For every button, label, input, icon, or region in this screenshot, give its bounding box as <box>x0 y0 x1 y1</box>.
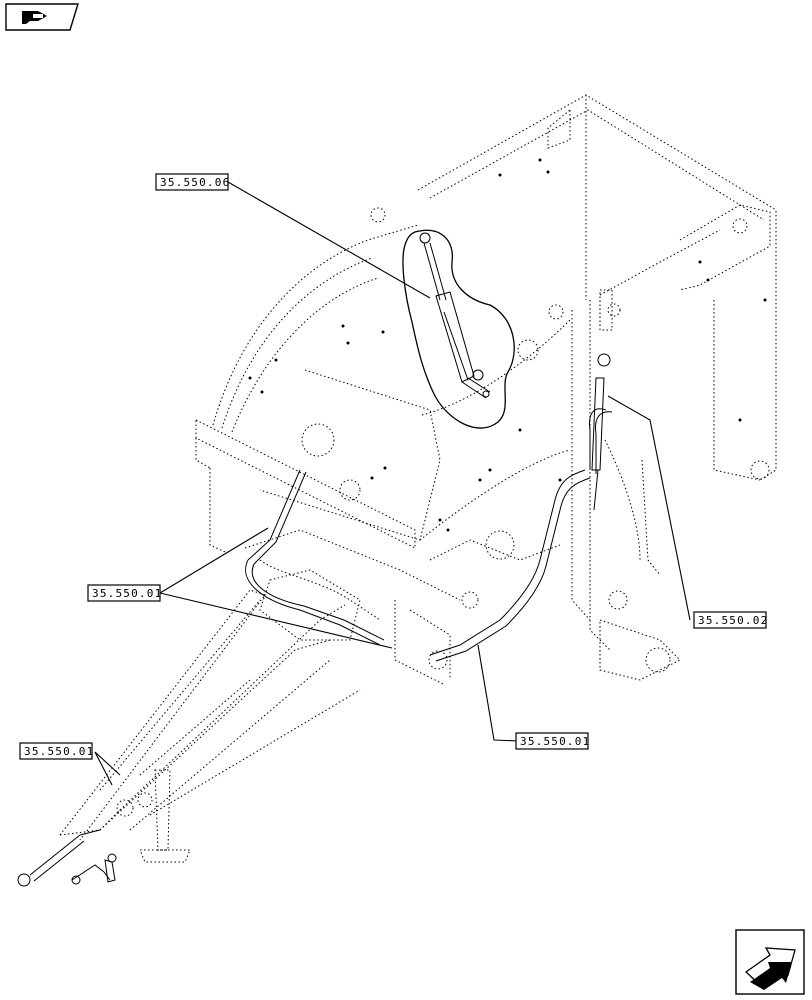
svg-text:35.550.06: 35.550.06 <box>160 176 230 189</box>
next-page-button[interactable] <box>735 929 805 995</box>
hydraulic-cylinder-highlight <box>402 229 515 429</box>
hand-pointing-icon <box>22 11 47 24</box>
svg-text:35.550.01: 35.550.01 <box>520 735 590 748</box>
callout-35-550-02[interactable]: 35.550.02 <box>693 611 768 629</box>
leader-lines <box>94 181 691 786</box>
next-page-arrow-icon <box>744 947 796 990</box>
svg-text:35.550.01: 35.550.01 <box>92 587 162 600</box>
callout-35-550-01-front[interactable]: 35.550.01 <box>87 584 162 602</box>
callout-35-550-01-bottom[interactable]: 35.550.01 <box>515 732 590 750</box>
callout-35-550-06[interactable]: 35.550.06 <box>155 173 230 191</box>
drawbar <box>59 569 361 863</box>
baler-frame <box>195 94 777 686</box>
back-nav-button[interactable] <box>5 3 79 31</box>
svg-text:35.550.01: 35.550.01 <box>24 745 94 758</box>
hydraulic-lines <box>17 353 613 887</box>
svg-text:35.550.02: 35.550.02 <box>698 614 768 627</box>
callout-35-550-01-hitch[interactable]: 35.550.01 <box>19 742 94 760</box>
